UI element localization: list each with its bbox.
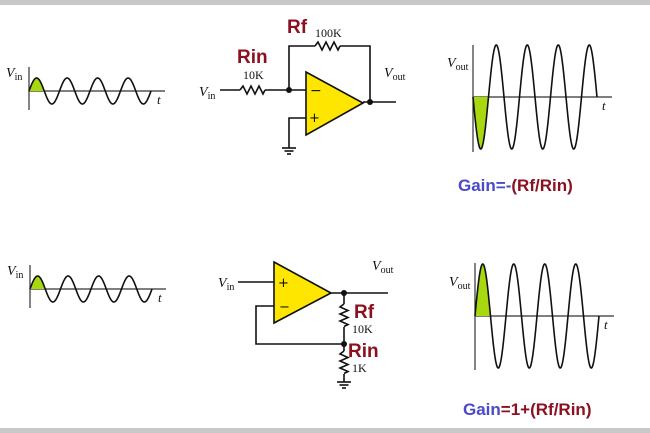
inverting-gain-formula: Gain=-(Rf/Rin) <box>458 176 573 195</box>
vin-label: Vin <box>199 85 215 102</box>
rf-name-label: Rf <box>354 302 375 323</box>
rin-value-label: 10K <box>243 68 264 82</box>
noninverting-output-waveform: Vout t <box>449 263 614 370</box>
noninverting-input-wire <box>288 117 306 148</box>
bottom-border <box>0 428 650 433</box>
rin-resistor <box>239 84 266 96</box>
rf-value-label: 100K <box>315 26 342 40</box>
highlight-half-cycle <box>475 264 491 316</box>
rf-name-label: Rf <box>287 17 308 38</box>
feedback-wire-right <box>340 45 371 102</box>
noninverting-input-waveform: Vin t <box>7 264 166 308</box>
rf-value-label: 10K <box>352 322 373 336</box>
y-label: Vout <box>447 56 469 73</box>
minus-sign: − <box>310 83 322 99</box>
sine-wave <box>29 275 153 303</box>
inverting-output-waveform: Vout t <box>447 44 612 152</box>
rin-value-label: 1K <box>352 361 367 375</box>
vout-label: Vout <box>384 66 406 83</box>
opamp-triangle <box>273 260 333 325</box>
output-junction-dot <box>367 99 373 105</box>
inverting-input-waveform: Vin t <box>6 66 165 110</box>
ground-icon <box>337 381 351 389</box>
x-label: t <box>602 98 606 113</box>
x-label: t <box>604 317 608 332</box>
highlight-half-cycle <box>30 276 46 289</box>
feedback-wire-left <box>288 45 315 90</box>
rin-name-label: Rin <box>237 47 268 68</box>
vin-label: Vin <box>218 276 234 293</box>
rin-resistor <box>338 350 350 375</box>
rin-name-label: Rin <box>348 341 379 362</box>
feedback-wire <box>255 305 344 345</box>
sine-wave <box>474 263 600 369</box>
sine-wave <box>472 44 598 150</box>
y-label: Vin <box>6 66 22 83</box>
sine-wave <box>28 77 152 105</box>
x-label: t <box>158 290 162 305</box>
noninverting-amplifier-circuit: + − Vin Vout Rf 10K Rin 1K <box>218 259 394 389</box>
highlight-half-cycle <box>29 78 45 91</box>
opamp-triangle <box>305 70 365 137</box>
plus-sign: + <box>278 276 289 291</box>
noninverting-gain-formula: Gain=1+(Rf/Rin) <box>463 400 591 419</box>
highlight-half-cycle <box>473 97 489 149</box>
plus-sign: + <box>309 111 320 126</box>
x-label: t <box>157 92 161 107</box>
rf-resistor <box>314 40 341 52</box>
rf-resistor <box>338 303 350 328</box>
top-border <box>0 0 650 5</box>
divider-junction-dot <box>341 341 347 347</box>
minus-sign: − <box>279 300 290 315</box>
inverting-amplifier-circuit: − + Vin Vout Rin 10K Rf 100K <box>199 17 406 155</box>
vout-label: Vout <box>372 259 394 276</box>
ground-icon <box>282 147 296 155</box>
y-label: Vin <box>7 264 23 281</box>
y-label: Vout <box>449 275 471 292</box>
